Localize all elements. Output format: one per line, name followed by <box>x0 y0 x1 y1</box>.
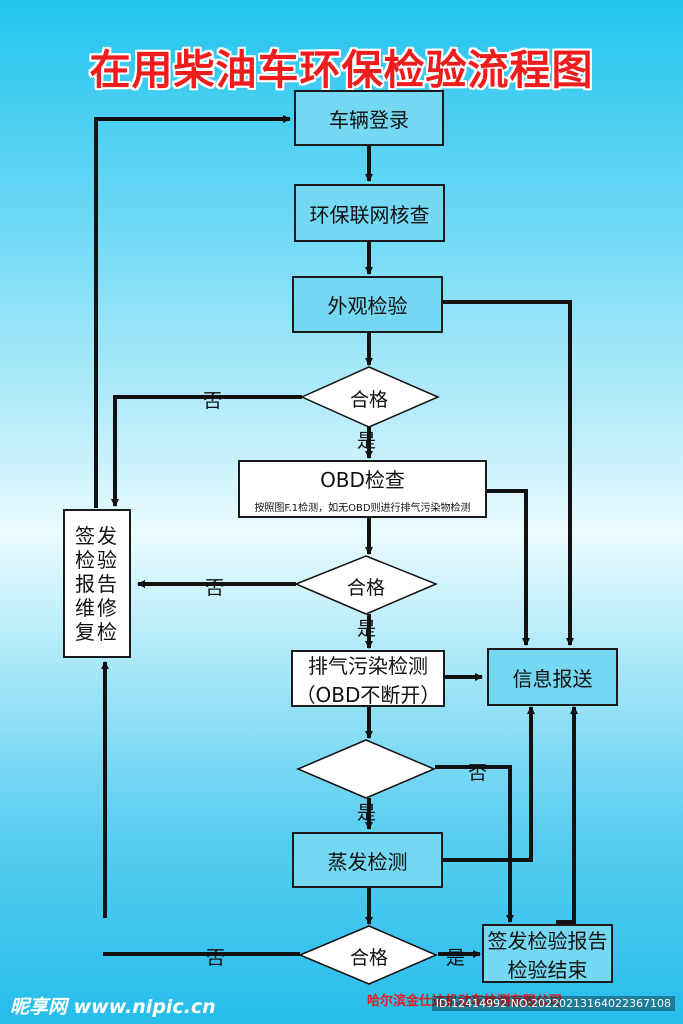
node-final-report-line1: 签发检验报告 <box>487 928 608 953</box>
edge-pass1-no <box>111 395 302 507</box>
decision-pass4-label: 合格 <box>349 947 388 969</box>
node-obd-check-note: 按照图F.1检测，如无OBD则进行排气污染物检测 <box>254 503 471 514</box>
decision-pass2 <box>294 555 438 615</box>
repair-line-3: 报告 <box>75 571 119 596</box>
node-appearance-inspection: 外观检验 <box>292 276 443 333</box>
node-vehicle-register: 车辆登录 <box>294 90 444 146</box>
label-no-1: 否 <box>203 390 223 412</box>
edge-repair-loop <box>94 115 291 508</box>
repair-line-2: 检验 <box>75 547 119 572</box>
node-info-report: 信息报送 <box>487 648 618 706</box>
decision-pass2-label: 合格 <box>346 577 385 599</box>
node-vehicle-register-label: 车辆登录 <box>329 107 409 132</box>
label-no-2: 否 <box>205 577 225 599</box>
repair-line-4: 维修 <box>75 595 119 620</box>
node-obd-check-title: OBD检查 <box>320 468 405 492</box>
label-yes-1: 是 <box>357 430 377 452</box>
node-appearance-inspection-label: 外观检验 <box>327 294 408 318</box>
footer-company-name: 哈尔滨金仕达机动车检测有限公司 <box>367 994 563 1009</box>
edge-appearance-to-info <box>443 300 574 646</box>
node-emission-test-line1: 排气污染检测 <box>308 653 428 678</box>
label-yes-2: 是 <box>357 618 377 640</box>
edge-pass3-no <box>435 765 514 923</box>
label-no-4: 否 <box>206 947 226 969</box>
node-evaporation-test-label: 蒸发检测 <box>327 849 408 874</box>
node-final-report-line2: 检验结束 <box>507 957 588 982</box>
label-yes-4: 是 <box>446 947 466 969</box>
node-evaporation-test: 蒸发检测 <box>292 832 443 888</box>
node-emission-test: 排气污染检测 （OBD不断开） <box>291 650 445 707</box>
decision-pass3 <box>296 739 436 799</box>
node-repair-recheck: 签发 检验 报告 维修 复检 <box>63 509 131 658</box>
decision-pass1 <box>300 366 440 428</box>
repair-line-1: 签发 <box>75 523 119 548</box>
node-info-report-label: 信息报送 <box>512 666 593 691</box>
node-network-check-label: 环保联网核查 <box>309 202 430 227</box>
decision-pass1-label: 合格 <box>349 389 388 411</box>
node-emission-test-line2: （OBD不断开） <box>295 682 441 707</box>
edge-evap-to-info <box>443 706 535 862</box>
node-obd-check: OBD检查 按照图F.1检测，如无OBD则进行排气污染物检测 <box>238 460 487 518</box>
node-final-report: 签发检验报告 检验结束 <box>482 924 613 983</box>
decision-pass4 <box>298 925 438 985</box>
node-network-check: 环保联网核查 <box>294 184 445 242</box>
label-no-3: 否 <box>468 762 488 784</box>
repair-line-5: 复检 <box>75 619 119 644</box>
page-title: 在用柴油车环保检验流程图 <box>89 46 594 94</box>
footer-site-watermark: 昵享网 www.nipic.cn <box>10 996 216 1018</box>
label-yes-3: 是 <box>357 802 377 824</box>
footer-image-id: ID:12414992 NO:20220213164022367108 <box>431 996 675 1011</box>
edge-final-to-info <box>556 706 578 924</box>
edge-obd-to-info <box>487 489 530 646</box>
